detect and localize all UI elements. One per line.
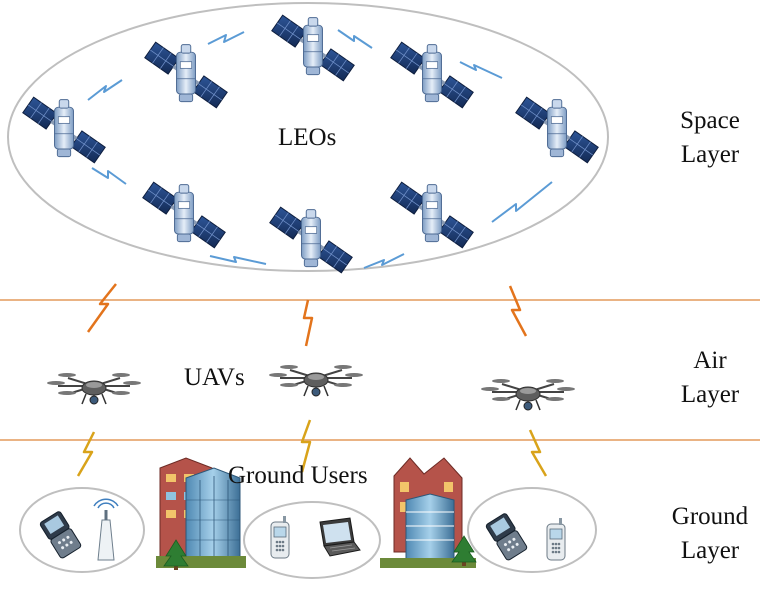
ground-layer-label: Ground Layer [650,500,770,568]
space-layer-label-line2: Layer [680,141,740,168]
air-layer-label-line1: Air [693,347,727,374]
isl-link [491,181,553,223]
residential-buildings-icon [380,457,476,568]
mobile-phone-icon [546,517,566,561]
isl-link [91,167,127,185]
isl-link [363,253,405,269]
leos-label: LEOs [278,124,337,151]
space-air-link [508,285,528,337]
air-layer-label: Air Layer [650,344,770,412]
space-air-links [86,283,528,347]
isl-link [337,29,373,49]
uav-icon [268,364,364,397]
isl-link [209,255,267,265]
space-air-link [86,283,117,333]
uav-icon [46,372,142,405]
mobile-phone-icon [270,515,290,559]
air-ground-link [76,431,96,477]
space-layer-label: Space Layer [650,104,770,172]
inter-satellite-links [87,29,553,269]
space-air-link [302,299,314,347]
ground-layer-label-line1: Ground [671,503,749,530]
air-ground-link [300,419,312,473]
isl-link [207,31,245,45]
ground-layer-label-line2: Layer [680,537,740,564]
space-layer-label-line1: Space [680,107,740,134]
isl-link [459,61,503,79]
air-ground-links [76,419,548,477]
ground-user-group-right [467,487,597,573]
uav-icon [480,378,576,411]
uavs-label: UAVs [184,364,245,391]
ground-users-label: Ground Users [228,462,368,489]
isl-link [87,79,123,101]
air-layer-label-line2: Layer [680,381,740,408]
uavs [46,364,576,411]
ground-user-group-left [19,487,145,573]
ground-user-group-middle [243,501,381,579]
air-ground-link [528,429,548,477]
